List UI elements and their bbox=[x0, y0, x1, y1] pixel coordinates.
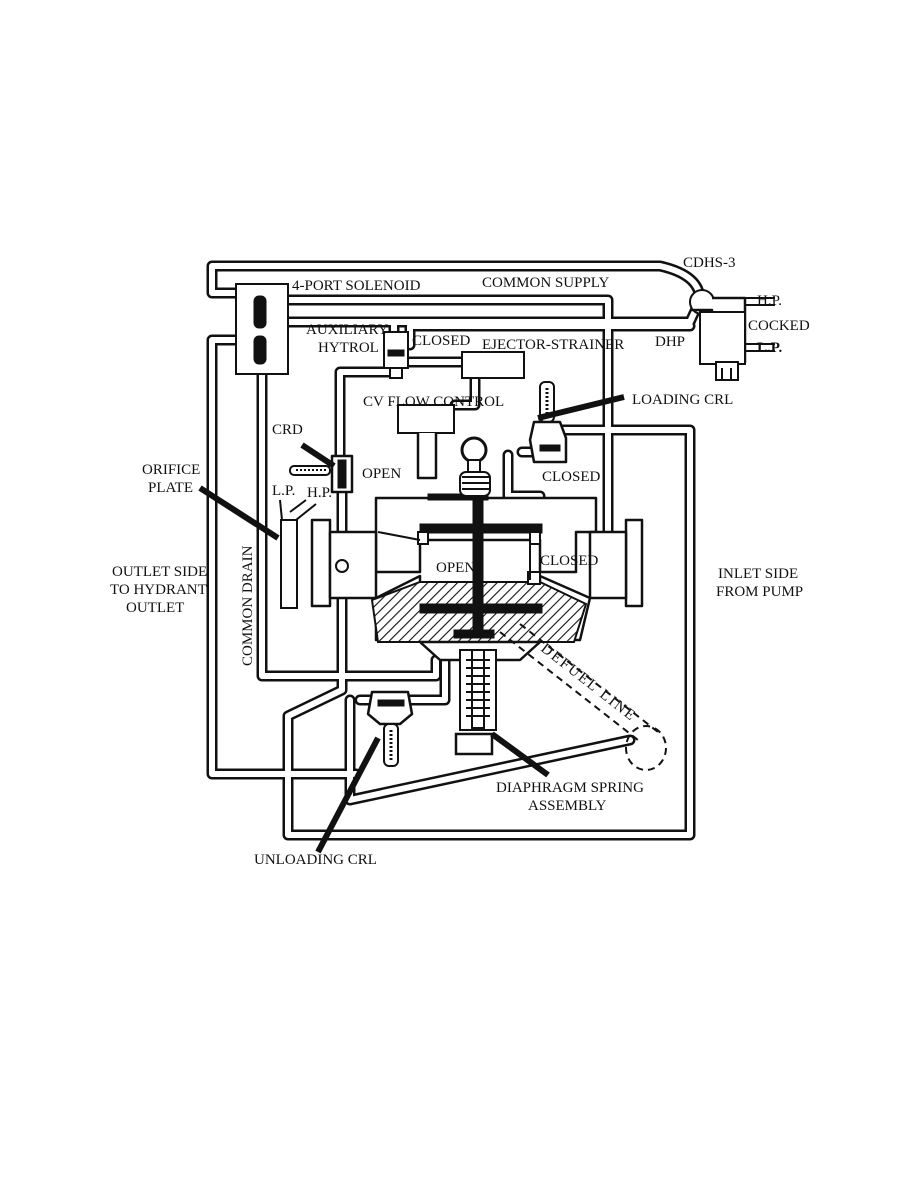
label-outlet: OUTLET bbox=[126, 600, 184, 616]
label-hp-left: H.P. bbox=[307, 485, 332, 501]
defuel-line bbox=[499, 623, 667, 771]
label-hp-right: H.P. bbox=[757, 293, 782, 309]
cdhs-3-pilot bbox=[689, 289, 775, 381]
label-inlet-side: INLET SIDE bbox=[718, 566, 798, 582]
label-hytrol: HYTROL bbox=[318, 340, 379, 356]
label-loading-crl: LOADING CRL bbox=[632, 392, 733, 408]
label-lp-left: L.P. bbox=[272, 483, 295, 499]
label-cv-flow-control: CV FLOW CONTROL bbox=[363, 394, 504, 410]
label-common-supply: COMMON SUPPLY bbox=[482, 275, 609, 291]
cv-flow-control bbox=[397, 404, 455, 480]
label-common-drain: COMMON DRAIN bbox=[240, 545, 256, 666]
label-plate: PLATE bbox=[148, 480, 193, 496]
label-assembly: ASSEMBLY bbox=[528, 798, 607, 814]
label-auxiliary: AUXILIARY bbox=[306, 322, 389, 338]
label-crd: CRD bbox=[272, 422, 303, 438]
leader-lines bbox=[198, 394, 625, 854]
label-cocked: COCKED bbox=[748, 318, 810, 334]
label-orifice: ORIFICE bbox=[142, 462, 200, 478]
label-closed-main: CLOSED bbox=[540, 553, 599, 569]
label-closed-loading: CLOSED bbox=[542, 469, 601, 485]
auxiliary-hytrol bbox=[383, 331, 409, 379]
four-port-solenoid bbox=[235, 283, 289, 375]
label-four-port-solenoid: 4-PORT SOLENOID bbox=[292, 278, 421, 294]
label-unloading-crl: UNLOADING CRL bbox=[254, 852, 377, 868]
label-to-hydrant: TO HYDRANT bbox=[110, 582, 207, 598]
unloading-crl bbox=[366, 690, 414, 767]
ejector-strainer bbox=[461, 351, 525, 379]
label-dhp: DHP bbox=[655, 334, 685, 350]
crd-valve bbox=[289, 454, 354, 494]
label-cdhs-3: CDHS-3 bbox=[683, 255, 736, 271]
tubing-network bbox=[206, 260, 706, 841]
label-ejector-strainer: EJECTOR-STRAINER bbox=[482, 337, 624, 353]
label-outlet-side: OUTLET SIDE bbox=[112, 564, 207, 580]
label-diaphragm-spring: DIAPHRAGM SPRING bbox=[496, 780, 644, 796]
label-lp-right: L.P. bbox=[757, 340, 783, 356]
labels: CDHS-3 H.P. COCKED L.P. DHP 4-PORT SOLEN… bbox=[110, 255, 810, 868]
main-valve-body bbox=[310, 436, 644, 756]
orifice-plate bbox=[279, 499, 317, 609]
label-open-main: OPEN bbox=[436, 560, 475, 576]
label-open-crd: OPEN bbox=[362, 466, 401, 482]
loading-crl bbox=[528, 381, 568, 464]
label-defuel-line: DEFUEL LINE bbox=[538, 641, 640, 726]
label-from-pump: FROM PUMP bbox=[716, 584, 803, 600]
label-closed-hytrol: CLOSED bbox=[412, 333, 471, 349]
